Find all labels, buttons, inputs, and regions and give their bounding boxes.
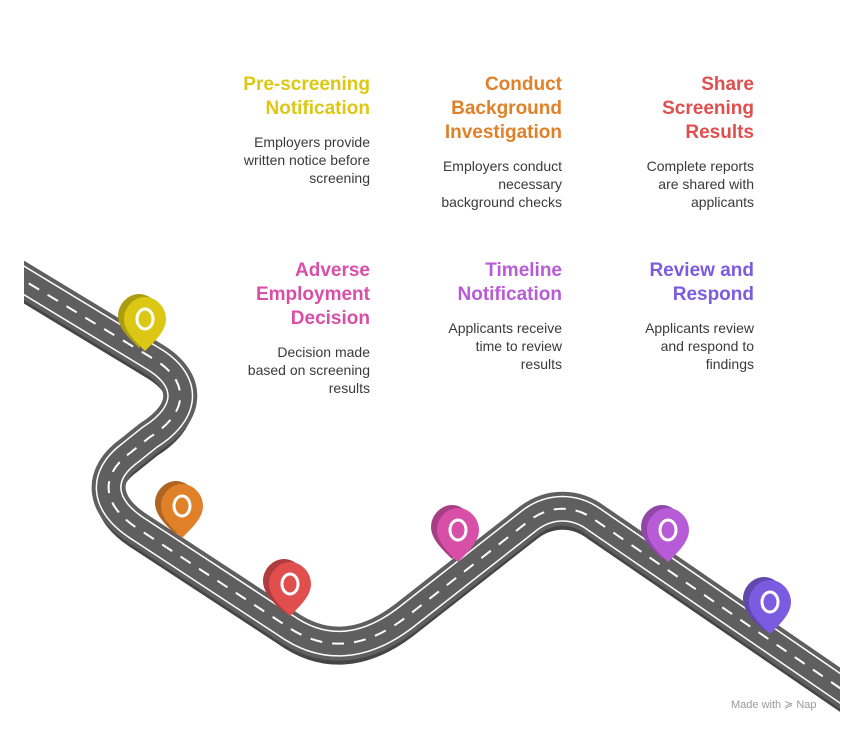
road-center-dashes [24, 279, 840, 690]
watermark-prefix: Made with [731, 699, 782, 711]
road [24, 260, 840, 712]
step-description: Employers provide written notice before … [243, 134, 370, 186]
location-pin-icon [263, 559, 311, 616]
step-title: Timeline Notification [457, 260, 563, 305]
location-pin-icon [641, 505, 689, 562]
step-timeline-notification: Timeline Notification Applicants receive… [362, 259, 562, 373]
location-pin-icon [118, 294, 166, 351]
step-title: Pre-screening Notification [243, 74, 370, 119]
step-description: Applicants review and respond to finding… [645, 320, 754, 372]
step-conduct-background-investigation: Conduct Background Investigation Employe… [362, 73, 562, 211]
step-share-screening-results: Share Screening Results Complete reports… [554, 73, 754, 211]
step-title: Share Screening Results [662, 74, 754, 143]
step-adverse-employment-decision: Adverse Employment Decision Decision mad… [170, 259, 370, 397]
step-description: Applicants receive time to review result… [448, 320, 562, 372]
step-title: Review and Respond [649, 260, 754, 305]
step-pre-screening: Pre-screening Notification Employers pro… [170, 73, 370, 187]
made-with-watermark: Made with≽Nap [731, 698, 817, 711]
step-description: Complete reports are shared with applica… [646, 158, 754, 210]
watermark-brand: Nap [796, 699, 817, 711]
location-pin-icon [743, 577, 791, 634]
step-title: Conduct Background Investigation [444, 74, 562, 143]
step-description: Decision made based on screening results [247, 344, 370, 396]
step-title: Adverse Employment Decision [255, 260, 370, 329]
location-pin-icon [431, 505, 479, 562]
location-pin-icon [155, 481, 203, 538]
napkin-logo-icon: ≽ [784, 699, 794, 711]
step-review-and-respond: Review and Respond Applicants review and… [554, 259, 754, 373]
location-pins [118, 294, 791, 634]
step-description: Employers conduct necessary background c… [441, 158, 562, 210]
